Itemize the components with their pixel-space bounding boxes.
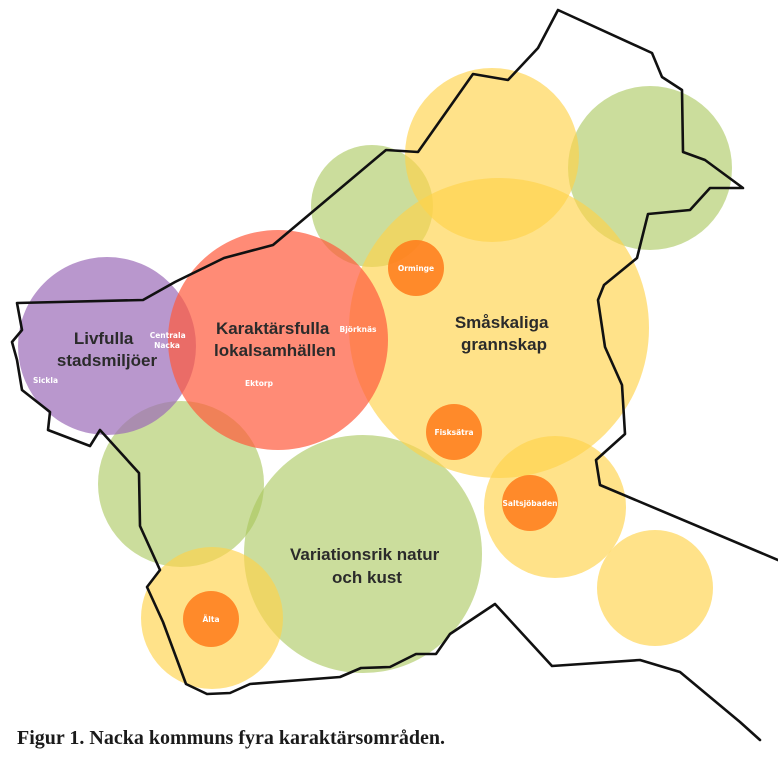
area-label-karaktarsfulla: Karaktärsfulla lokalsamhällen [214, 319, 336, 360]
area-label-variationsrik-line1: Variationsrik natur [290, 545, 440, 564]
green-circle-variationsrik [244, 435, 482, 673]
place-label-centrala: Centrala [150, 331, 186, 340]
area-label-karaktarsfulla-line1: Karaktärsfulla [216, 319, 330, 338]
place-label-sickla: Sickla [33, 376, 58, 385]
place-label-nacka: Nacka [154, 341, 180, 350]
alta-circle [183, 591, 239, 647]
place-label-alta: Älta [202, 615, 219, 624]
place-label-saltsjobaden: Saltsjöbaden [502, 499, 557, 508]
municipality-boundary [10, 8, 778, 742]
area-label-livfulla-line1: Livfulla [74, 329, 134, 348]
saltsjobaden-circle [502, 475, 558, 531]
area-label-livfulla: Livfulla stadsmiljöer [57, 329, 158, 370]
area-label-livfulla-line2: stadsmiljöer [57, 351, 158, 370]
red-circle-karaktarsfulla [168, 230, 388, 450]
area-label-variationsrik: Variationsrik natur och kust [290, 545, 444, 587]
place-label-centrala-nacka: Centrala Nacka [150, 331, 189, 350]
place-label-orminge: Orminge [398, 264, 434, 273]
area-label-variationsrik-line2: och kust [332, 568, 402, 587]
place-label-ektorp: Ektorp [245, 379, 274, 388]
place-label-bjorknas: Björknäs [340, 325, 378, 334]
figure-caption: Figur 1. Nacka kommuns fyra karaktärsomr… [17, 727, 445, 749]
place-label-fisksatra: Fisksätra [434, 428, 473, 437]
orange-place-circles [183, 240, 558, 647]
area-label-karaktarsfulla-line2: lokalsamhällen [214, 341, 336, 360]
fisksatra-circle [426, 404, 482, 460]
area-label-smaskaliga-line2: grannskap [461, 335, 547, 354]
area-label-smaskaliga: Småskaliga grannskap [455, 313, 553, 354]
area-label-smaskaliga-line1: Småskaliga [455, 313, 549, 332]
orminge-circle [388, 240, 444, 296]
yellow-circle-se [597, 530, 713, 646]
